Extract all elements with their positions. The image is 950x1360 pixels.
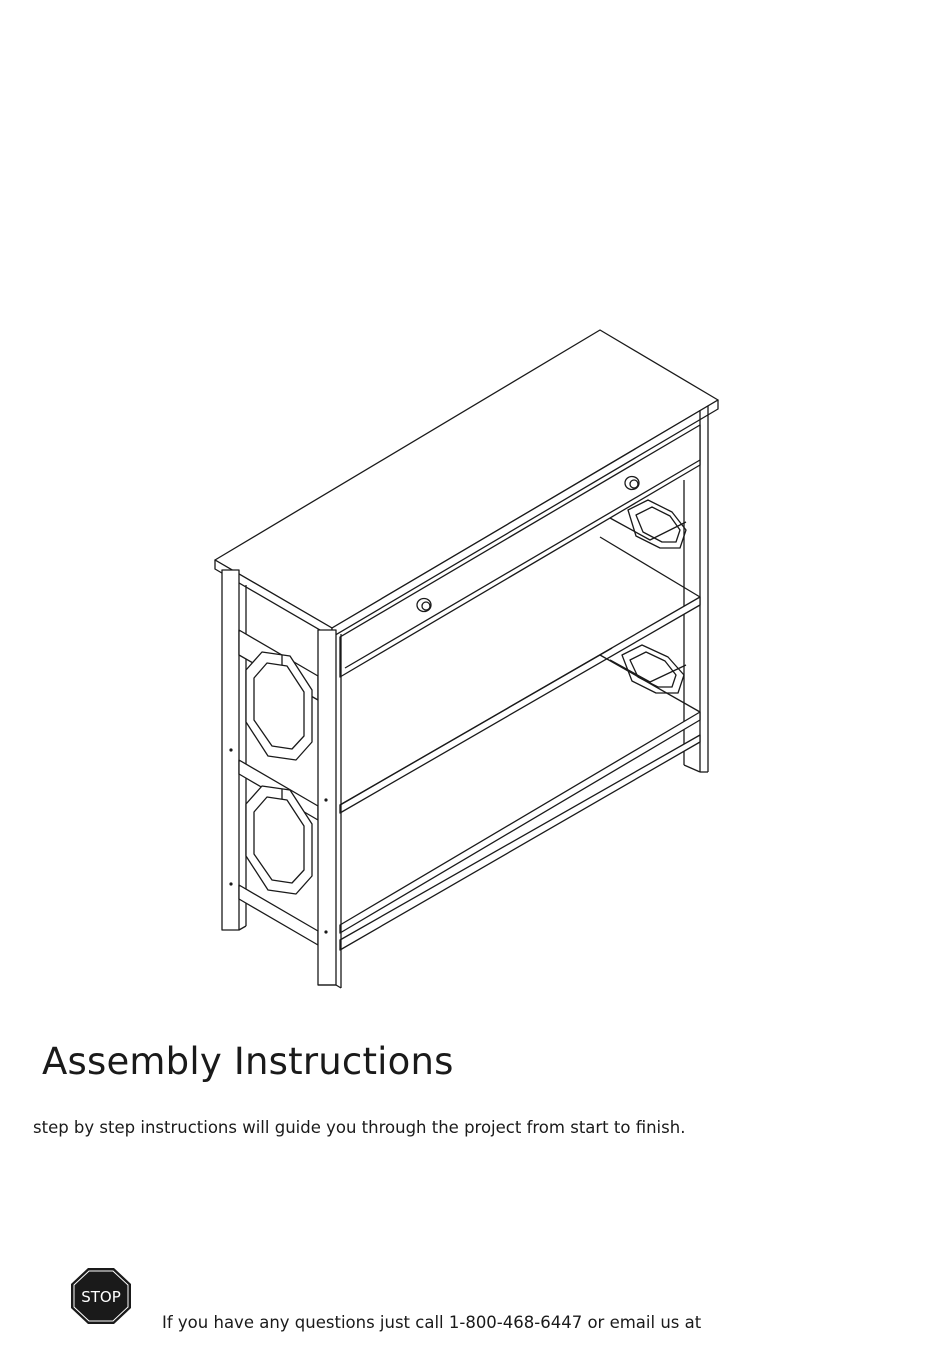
contact-info: If you have any questions just call 1-80…	[162, 1313, 701, 1332]
drawer-knob-left	[417, 599, 431, 612]
document-title: Assembly Instructions	[42, 1040, 454, 1083]
stop-sign-icon: STOP	[70, 1267, 132, 1325]
document-subtitle: step by step instructions will guide you…	[33, 1118, 685, 1137]
left-side-panel	[239, 630, 318, 945]
drawer-knob-right	[625, 477, 639, 490]
front-left-leg	[222, 570, 246, 930]
right-side-panel	[610, 500, 686, 693]
stop-sign-label: STOP	[81, 1288, 121, 1306]
bottom-shelf	[340, 655, 700, 950]
front-right-leg	[318, 630, 341, 988]
console-table-illustration	[0, 0, 950, 1010]
